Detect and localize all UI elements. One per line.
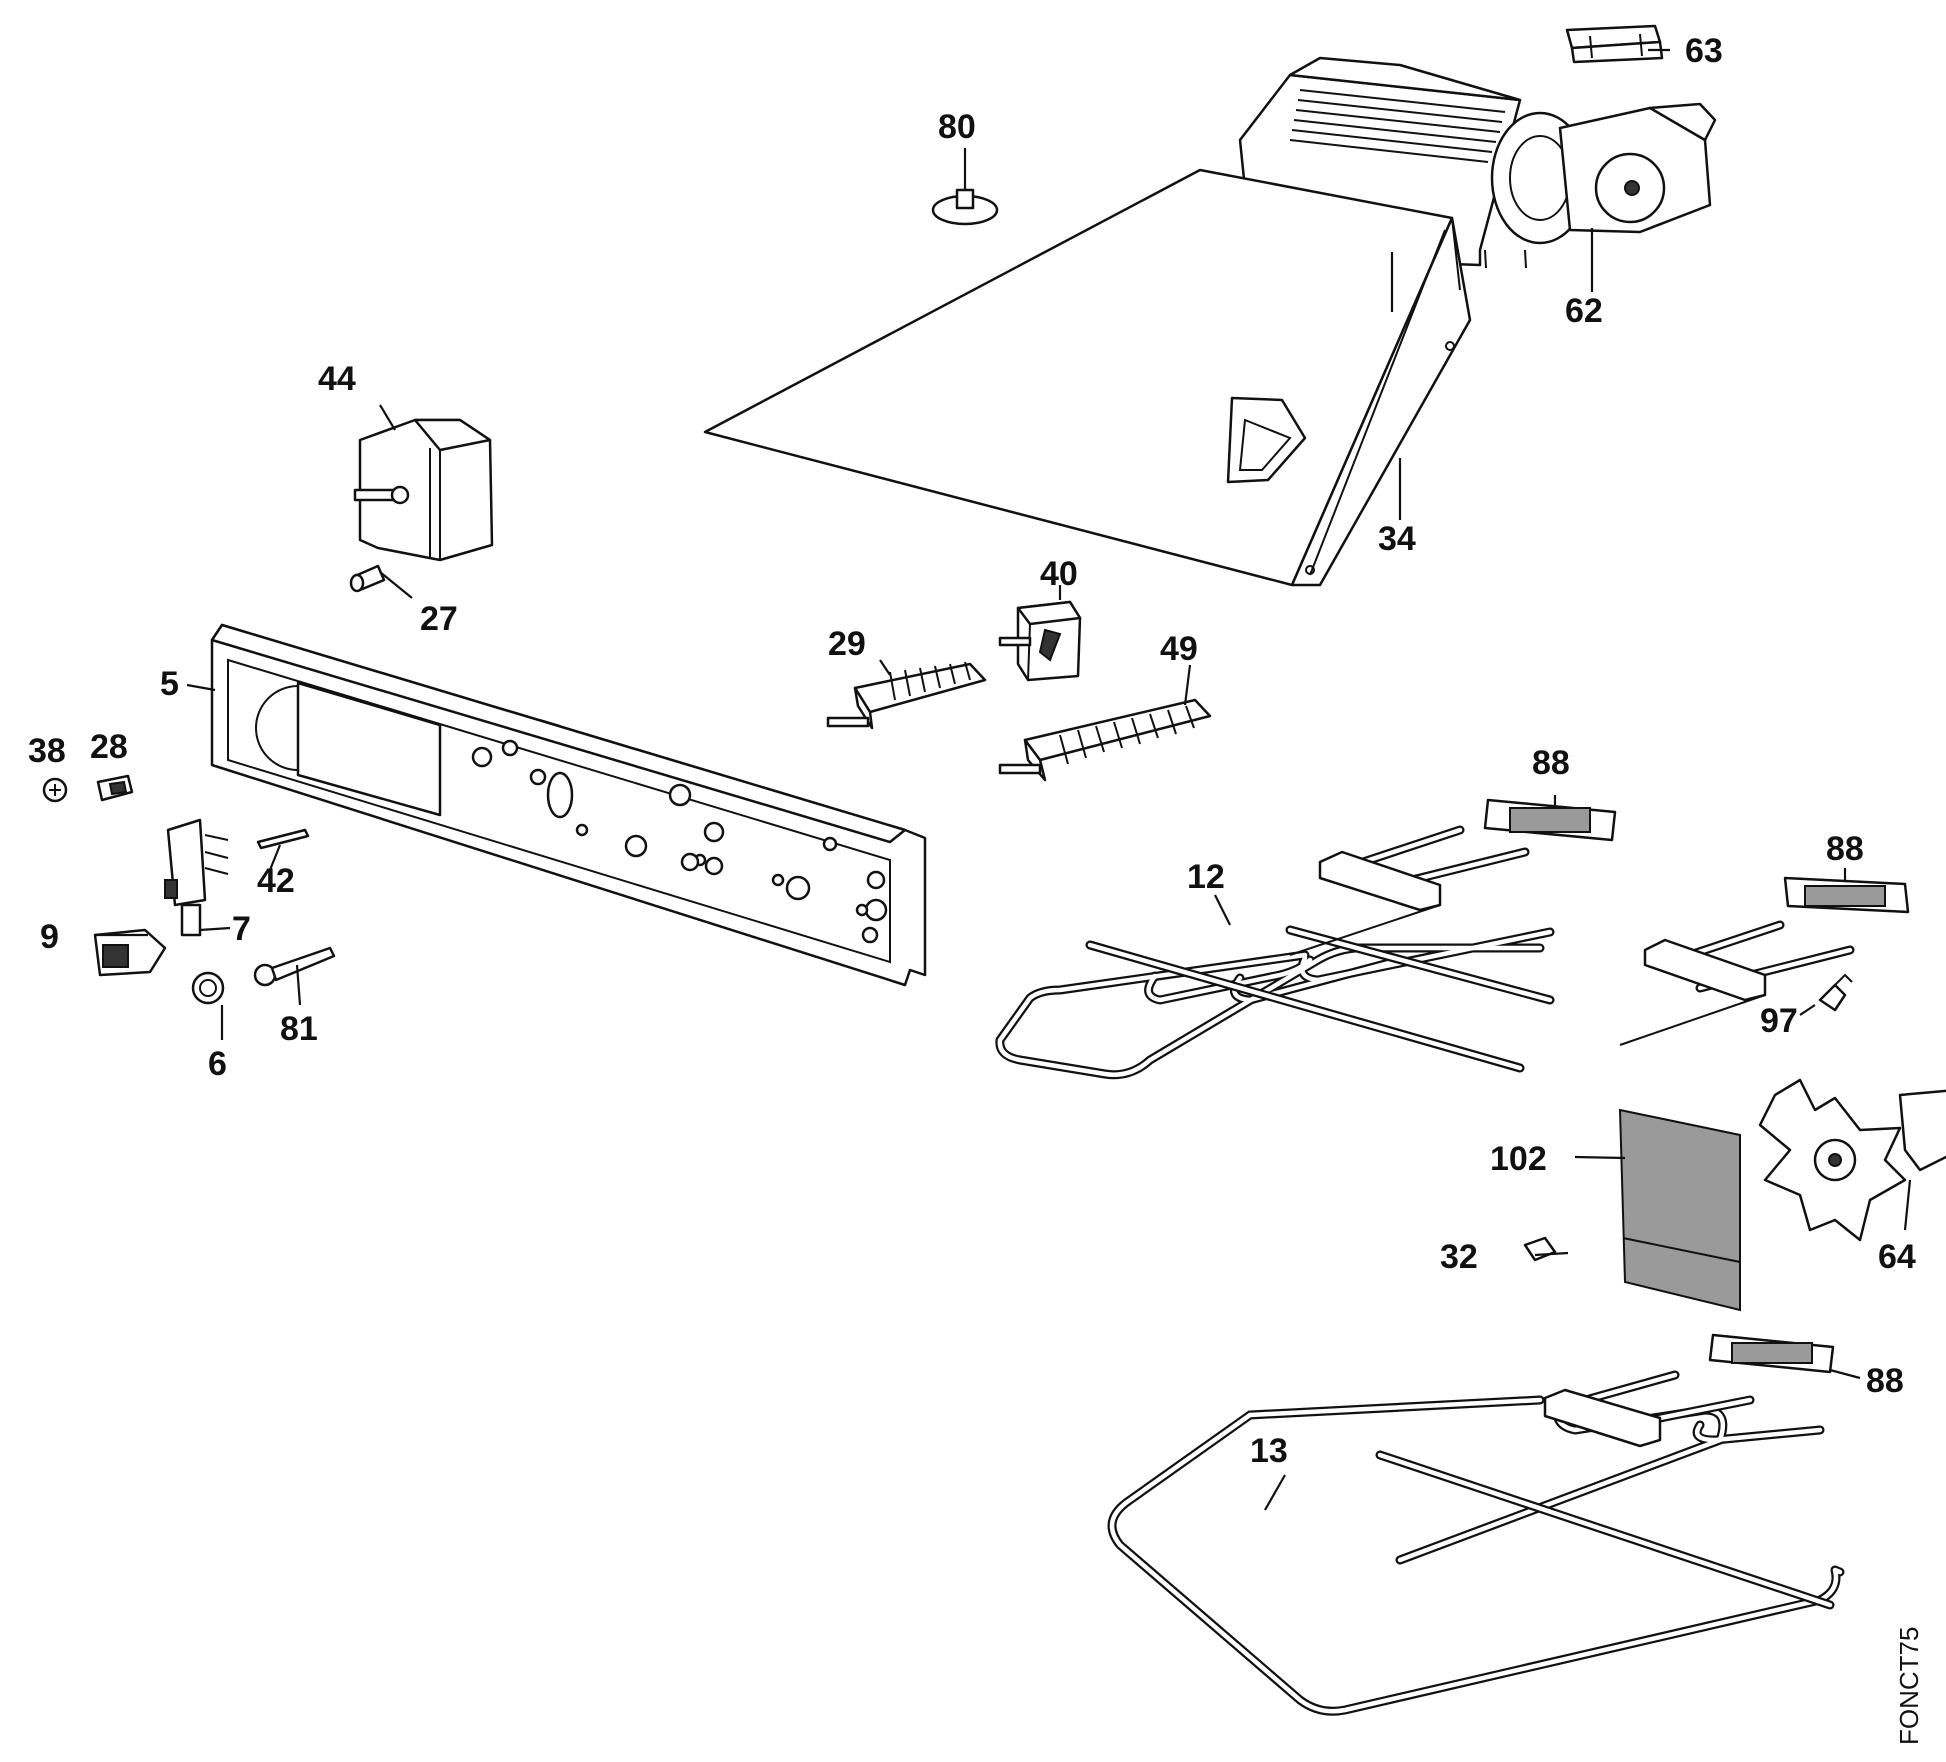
- label-part-62: 62: [1565, 292, 1603, 330]
- label-part-63: 63: [1685, 32, 1723, 70]
- part-38-screw: [42, 777, 68, 803]
- part-102-insulation-pad: [1618, 1108, 1741, 1312]
- label-part-13: 13: [1250, 1432, 1288, 1470]
- label-part-102: 102: [1490, 1140, 1547, 1178]
- part-34-deflector: [703, 168, 1472, 587]
- diagram-code: FONCT75: [1894, 1627, 1924, 1745]
- part-63-bracket: [1565, 24, 1664, 64]
- label-part-7: 7: [232, 910, 251, 948]
- part-49-selector-switch: [998, 698, 1212, 782]
- leader-lines: [95, 48, 1912, 1511]
- part-7-switch-block: [164, 818, 229, 937]
- label-part-97: 97: [1760, 1002, 1798, 1040]
- label-part-42: 42: [257, 862, 295, 900]
- part-88-gasket-a: [1483, 798, 1617, 842]
- label-part-88c: 88: [1866, 1362, 1904, 1400]
- label-part-5: 5: [160, 665, 179, 703]
- part-12-top-element: [995, 825, 1855, 1080]
- label-part-88b: 88: [1826, 830, 1864, 868]
- part-28-clip: [96, 774, 134, 802]
- part-88-gasket-b: [1783, 876, 1910, 914]
- part-labels: 63 80 62 44 34 27 40 29 49 5 38 28 88 88…: [28, 32, 1924, 1745]
- label-part-49: 49: [1160, 630, 1198, 668]
- part-42-pin: [256, 828, 310, 850]
- part-9-switch: [93, 928, 167, 977]
- part-80-thermal-cutout: [931, 148, 999, 226]
- label-part-32: 32: [1440, 1238, 1478, 1276]
- part-97-clip: [1818, 973, 1853, 1012]
- label-part-29: 29: [828, 625, 866, 663]
- label-part-27: 27: [420, 600, 458, 638]
- label-part-40: 40: [1040, 555, 1078, 593]
- part-5-control-panel: [210, 623, 927, 987]
- label-part-12: 12: [1187, 858, 1225, 896]
- part-29-selector-switch: [826, 661, 987, 730]
- label-part-88a: 88: [1532, 744, 1570, 782]
- part-81-screw: [253, 946, 336, 987]
- part-64-fan-motor: [1758, 1078, 1946, 1242]
- part-13-bottom-element: [1107, 1370, 1845, 1716]
- label-part-44: 44: [318, 360, 356, 398]
- label-part-80: 80: [938, 108, 976, 146]
- label-part-34: 34: [1378, 520, 1416, 558]
- part-32-lamp-holder: [1523, 1236, 1557, 1262]
- part-88-gasket-c: [1708, 1333, 1835, 1374]
- label-part-64: 64: [1878, 1238, 1916, 1276]
- label-part-28: 28: [90, 728, 128, 766]
- label-part-6: 6: [208, 1045, 227, 1083]
- part-6-knob: [191, 971, 225, 1005]
- part-27-shaft: [349, 564, 386, 593]
- part-44-timer: [353, 418, 494, 562]
- label-part-38: 38: [28, 732, 66, 770]
- label-part-9: 9: [40, 918, 59, 956]
- part-40-thermostat: [998, 600, 1082, 682]
- label-part-81: 81: [280, 1010, 318, 1048]
